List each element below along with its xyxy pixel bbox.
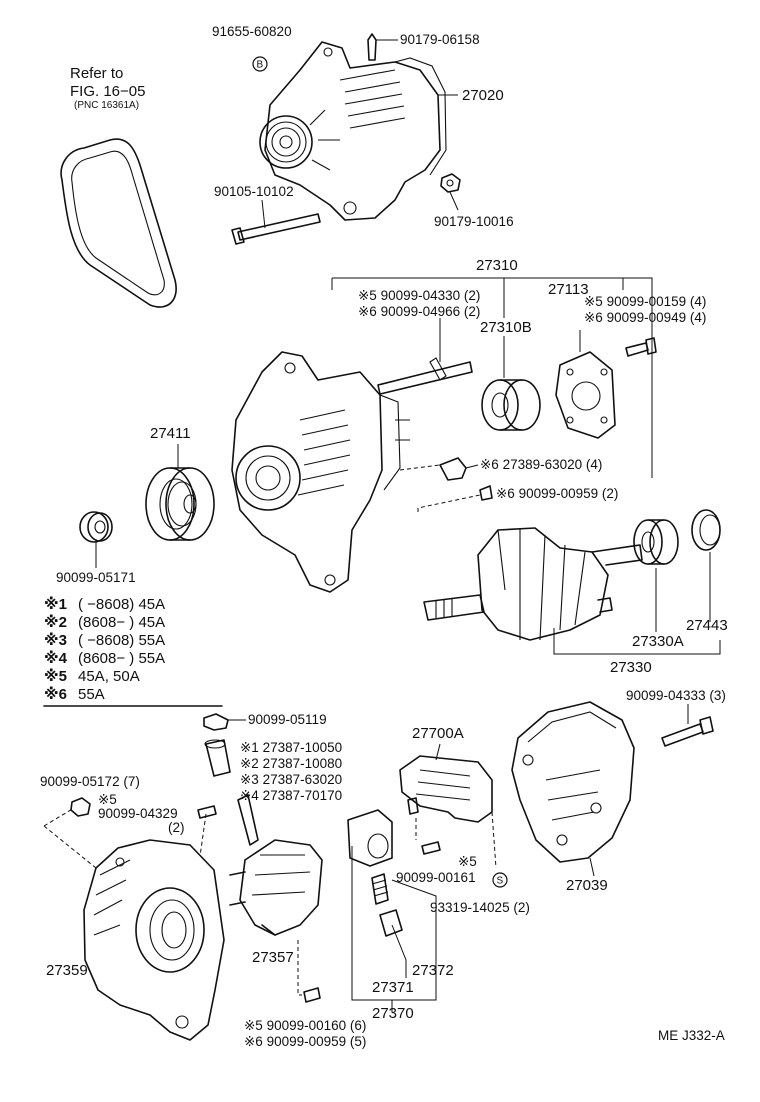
screw-00159: [625, 337, 657, 357]
through-bolt: [231, 213, 321, 245]
screw-04329: [197, 805, 217, 819]
circled-b-text: B: [257, 60, 264, 71]
label-27387-70170: ※4 27387-70170: [240, 788, 342, 803]
rotor-27330: [423, 527, 643, 641]
legend-text-2: (8608− ) 45A: [78, 614, 165, 631]
legend-mark-3: ※3: [44, 631, 67, 649]
belt-note-line2: FIG. 16−05: [70, 83, 145, 100]
label-27411: 27411: [150, 425, 191, 442]
retainer-plate-27113: [555, 330, 616, 439]
screw-00160: [303, 987, 321, 1003]
label-90099-04333: 90099-04333 (3): [626, 688, 726, 703]
label-27330A: 27330A: [632, 633, 684, 650]
label-27389-63020: ※6 27389-63020 (4): [480, 457, 602, 472]
alternator-assembly: [259, 33, 447, 221]
rectifier-end-frame-27359: [83, 839, 225, 1041]
bearing-27330A: [633, 519, 679, 565]
label-27359: 27359: [46, 962, 88, 979]
rectifier-27357: [229, 794, 323, 996]
label-90099-00161-b: 90099-00161: [396, 870, 476, 885]
legend-text-6: 55A: [78, 686, 105, 703]
label-90179-06158: 90179-06158: [400, 32, 480, 47]
label-90099-05172: 90099-05172 (7): [40, 774, 140, 789]
label-27310: 27310: [476, 257, 518, 274]
label-27371: 27371: [372, 979, 414, 996]
label-93319-14025: 93319-14025 (2): [430, 900, 530, 915]
label-27113-b: ※6 90099-00949 (4): [584, 310, 706, 325]
label-90099-00959-mid: ※6 90099-00959 (2): [496, 486, 618, 501]
label-27310B: 27310B: [480, 319, 532, 336]
nut-05172: [70, 797, 91, 817]
label-27020: 27020: [462, 87, 504, 104]
pulley-27411: [145, 467, 215, 541]
bolt-04333: [661, 716, 714, 747]
circled-b-marker: [252, 56, 268, 72]
label-27387-63020: ※3 27387-63020: [240, 772, 342, 787]
label-90099-00161-a: ※5: [458, 854, 477, 869]
legend-mark-1: ※1: [44, 595, 67, 613]
brush-holder-27370: [347, 809, 403, 937]
label-90179-10016: 90179-10016: [434, 214, 514, 229]
legend-mark-5: ※5: [44, 667, 67, 685]
label-27387-10080: ※2 27387-10080: [240, 756, 342, 771]
label-90099-04329-b: 90099-04329: [98, 806, 178, 821]
label-90099-05119: 90099-05119: [248, 712, 327, 727]
label-27387-10050: ※1 27387-10050: [240, 740, 342, 755]
rear-cover-27039: [511, 701, 635, 863]
label-90099-05171: 90099-05171: [56, 570, 136, 585]
label-27113-a: ※5 90099-00159 (4): [584, 294, 706, 309]
circled-s-marker: [492, 872, 508, 888]
clip-27389: [399, 457, 479, 481]
drive-end-frame: [231, 351, 410, 593]
legend-text-4: (8608− ) 55A: [78, 650, 165, 667]
cover-27443: [691, 509, 721, 551]
legend-text-5: 45A, 50A: [78, 668, 140, 685]
belt-note-line1: Refer to: [70, 65, 123, 82]
screw-00161: [421, 841, 441, 855]
label-27113: 27113: [548, 281, 589, 298]
label-27330: 27330: [610, 659, 652, 676]
label-27370: 27370: [372, 1005, 414, 1022]
legend-mark-6: ※6: [44, 685, 67, 703]
nut-05171: [79, 511, 113, 568]
label-27039: 27039: [566, 877, 608, 894]
legend-mark-4: ※4: [44, 649, 68, 667]
label-27372: 27372: [412, 962, 454, 979]
bearing-27310B: [481, 336, 541, 431]
diagram-code: ME J332-A: [658, 1028, 725, 1043]
nut-10016: [440, 173, 461, 193]
label-90099-00959-bottom: ※6 90099-00959 (5): [244, 1034, 366, 1049]
label-90105-10102: 90105-10102: [214, 184, 294, 199]
label-27310-b: ※6 90099-04966 (2): [358, 304, 480, 319]
stud-04330: [377, 318, 473, 395]
label-27700A: 27700A: [412, 725, 464, 742]
label-90099-04329-a: ※5: [98, 792, 117, 807]
legend-mark-2: ※2: [44, 613, 67, 631]
belt-note-line3: (PNC 16361A): [74, 100, 139, 111]
screw-00959-mid: [417, 485, 493, 512]
v-belt: [60, 138, 177, 308]
label-90099-00160: ※5 90099-00160 (6): [244, 1018, 366, 1033]
legend: ※1 ( −8608) 45A ※2 (8608− ) 45A ※3 ( −86…: [43, 595, 223, 707]
legend-text-1: ( −8608) 45A: [78, 596, 165, 613]
terminal-insulator: [203, 713, 246, 777]
circled-s-text: S: [497, 876, 504, 887]
label-91655-60820: 91655-60820: [212, 24, 292, 39]
label-27443: 27443: [686, 617, 728, 634]
legend-text-3: ( −8608) 55A: [78, 632, 165, 649]
label-27357: 27357: [252, 949, 294, 966]
regulator-27700A: [399, 755, 493, 823]
label-27310-a: ※5 90099-04330 (2): [358, 288, 480, 303]
label-90099-04329-c: (2): [168, 820, 185, 835]
